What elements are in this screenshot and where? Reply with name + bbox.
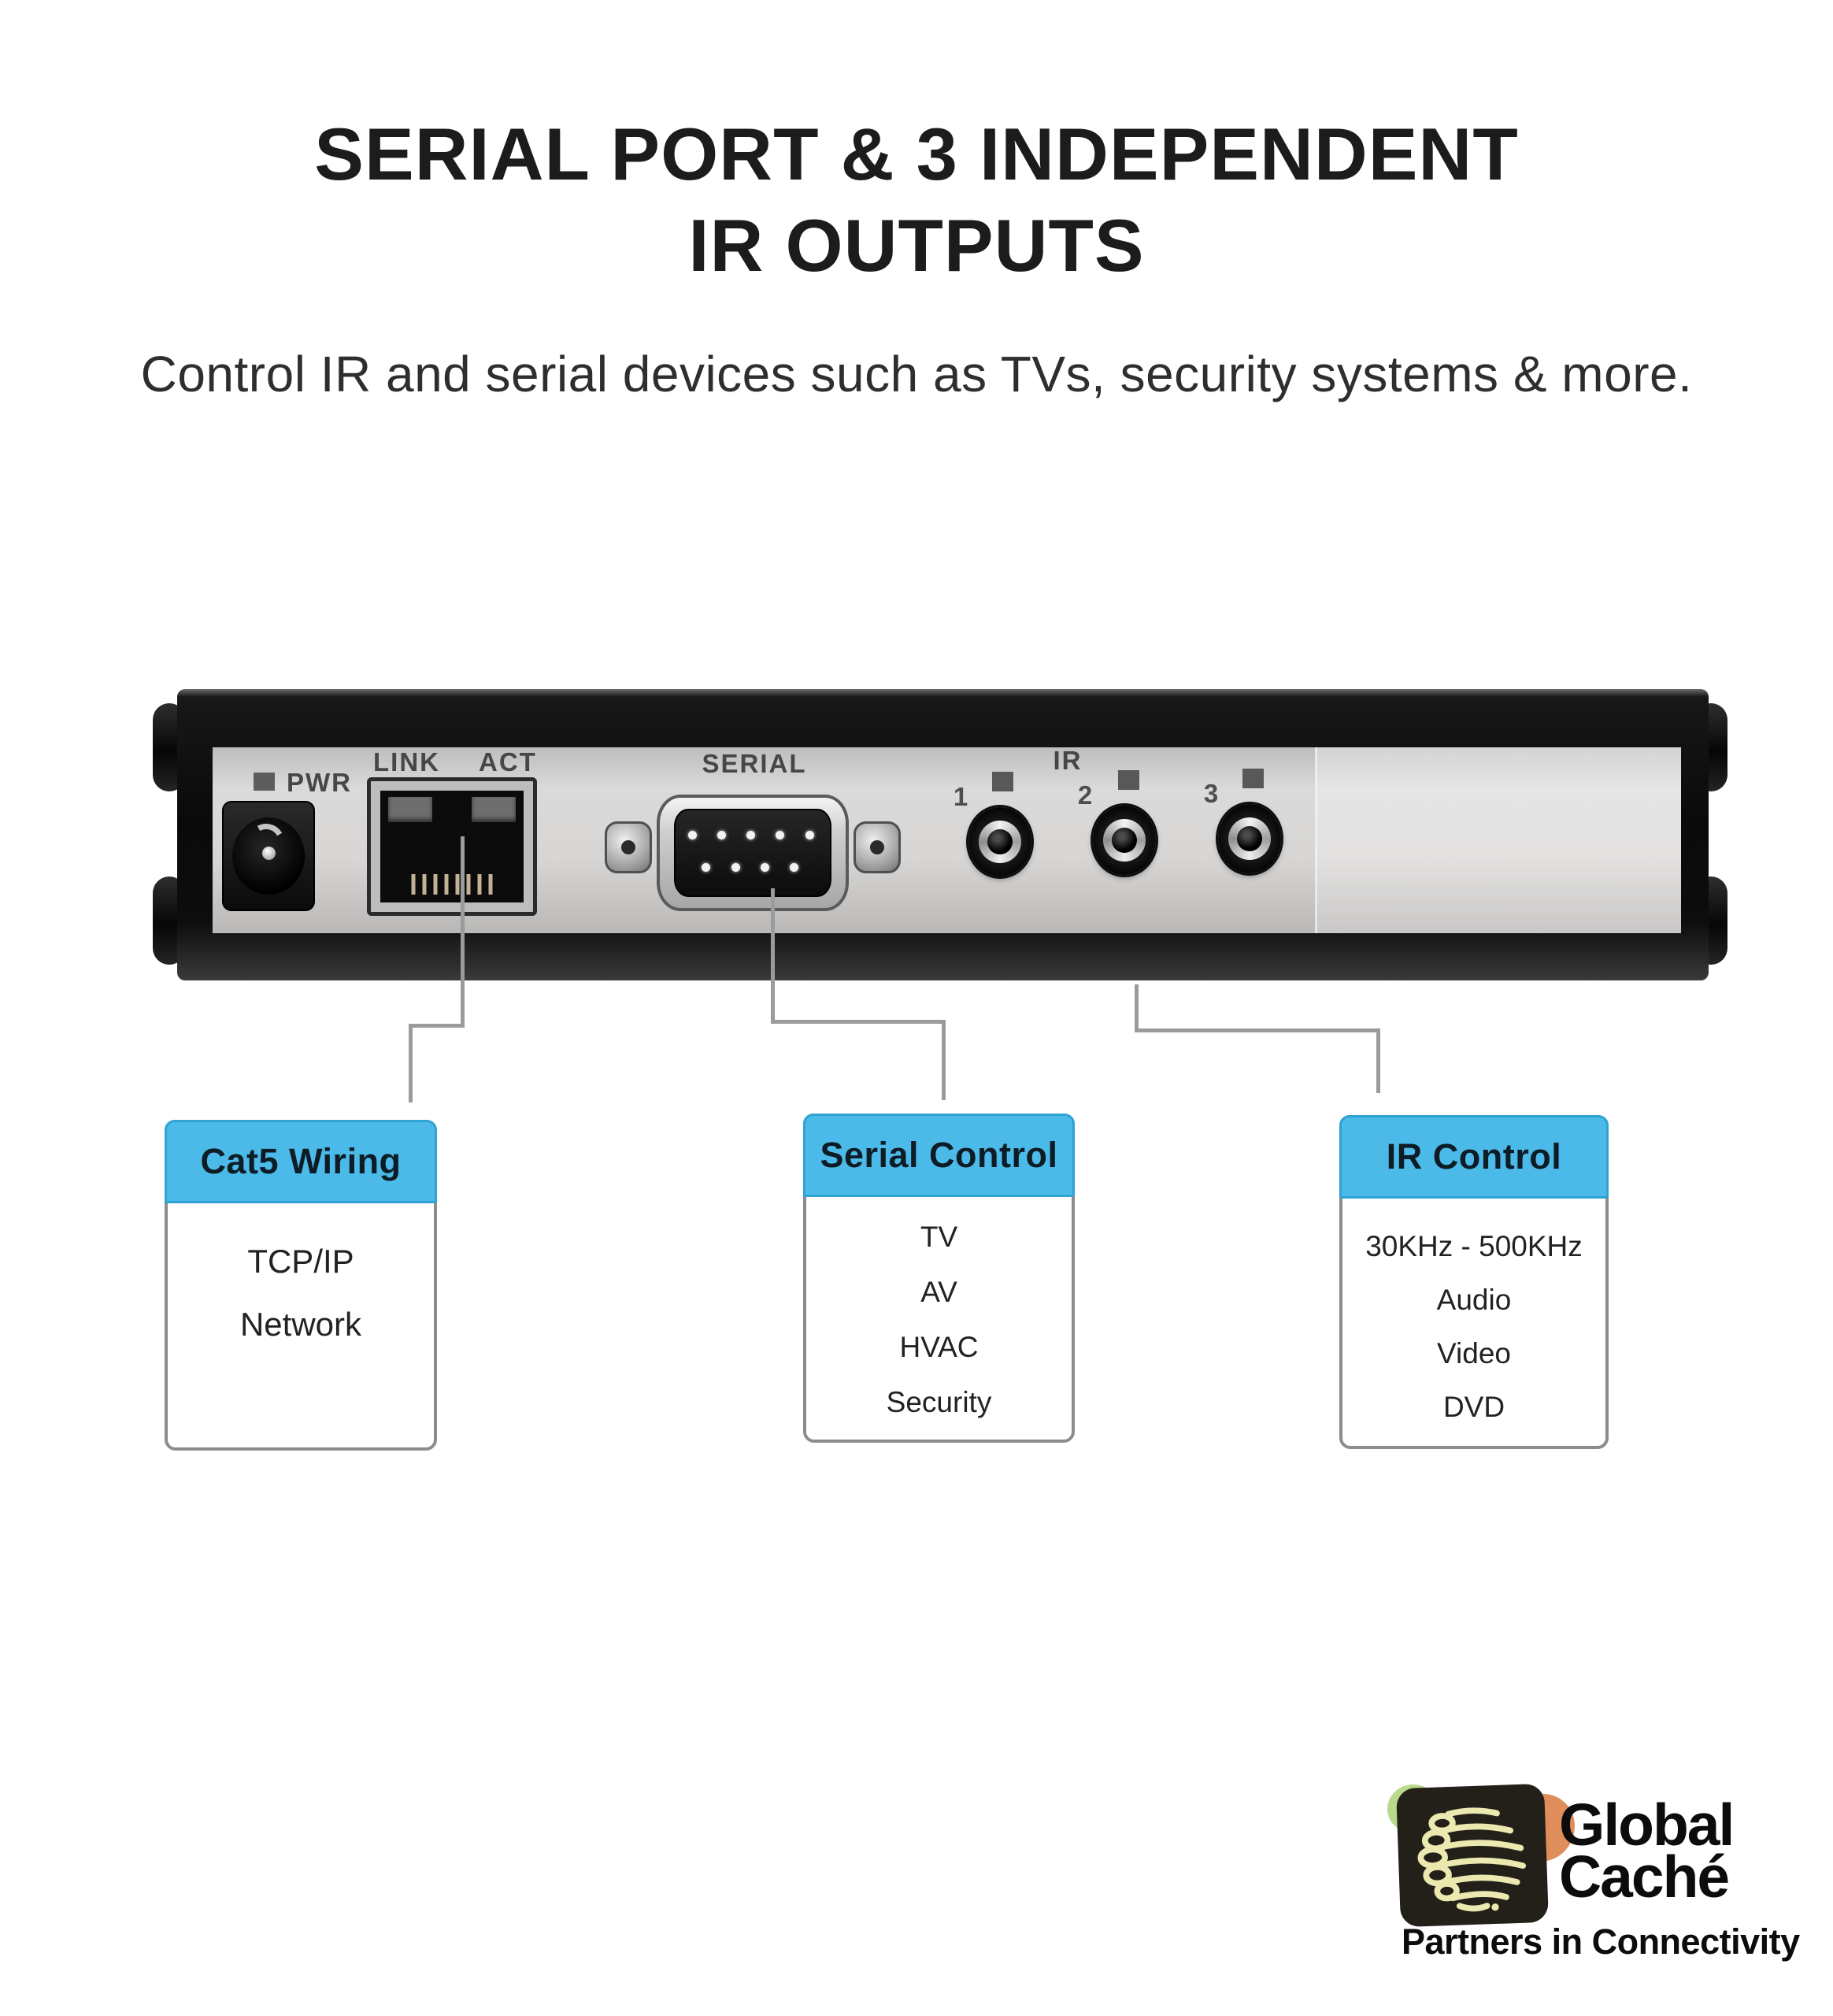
callout-item: Video (1437, 1337, 1511, 1369)
ir-jack-1 (968, 807, 1031, 876)
ir-jack-hole (1237, 826, 1262, 851)
ethernet-port (367, 777, 537, 916)
ir-led-3 (1242, 769, 1264, 788)
power-label: PWR (287, 768, 352, 797)
ethernet-port-opening (380, 791, 524, 902)
device-faceplate: PWR LINK ACT SERIAL (213, 746, 1681, 933)
callout-header: IR Control (1339, 1115, 1609, 1199)
db9-pin (731, 862, 740, 872)
faceplate-right-section (1315, 747, 1681, 933)
ir-jack-ring (1103, 819, 1146, 862)
page-title: SERIAL PORT & 3 INDEPENDENT IR OUTPUTS (0, 109, 1833, 291)
title-line-1: SERIAL PORT & 3 INDEPENDENT (314, 113, 1519, 195)
ir-port-number-1: 1 (953, 782, 968, 811)
callout-item: DVD (1442, 1391, 1505, 1423)
callout-body: TCP/IP Network (168, 1203, 434, 1343)
page-subtitle: Control IR and serial devices such as TV… (140, 346, 1693, 402)
ir-port-number-3: 3 (1203, 779, 1219, 808)
callout-item: Audio (1436, 1284, 1512, 1316)
callout-header: Serial Control (803, 1114, 1075, 1197)
logo-tagline: Partners in Connectivity (1402, 1922, 1800, 1962)
callout-serial-control: Serial Control TV AV HVAC Security (803, 1114, 1075, 1443)
logo-name-line1: Global (1559, 1792, 1735, 1858)
callout-line-serial (771, 1020, 946, 1024)
link-label: LINK (373, 747, 440, 776)
title-line-2: IR OUTPUTS (688, 204, 1145, 287)
db9-pin (790, 862, 799, 872)
ir-jack-ring (979, 821, 1021, 863)
power-jack-pin (262, 847, 276, 861)
db9-pin (805, 830, 814, 839)
callout-item: TCP/IP (247, 1243, 354, 1280)
coil-globe-icon (1417, 1807, 1527, 1912)
callout-item: TV (920, 1221, 958, 1253)
power-led (254, 773, 275, 791)
ir-jack-hole (987, 829, 1013, 854)
callout-item: Security (886, 1386, 992, 1418)
callout-line-serial (771, 888, 775, 1024)
callout-item: Network (239, 1306, 362, 1343)
ir-jack-hole (1112, 828, 1137, 853)
callout-line-serial (942, 1020, 946, 1100)
ethernet-led-window-right (472, 797, 516, 822)
callout-line-cat5 (461, 836, 465, 1028)
ethernet-pins (411, 874, 493, 895)
serial-port-db9 (657, 795, 849, 911)
ir-led-1 (992, 772, 1013, 791)
db9-screw-nut-right (854, 821, 901, 873)
serial-label: SERIAL (702, 749, 807, 778)
callout-line-ir (1135, 1028, 1380, 1032)
ir-led-2 (1118, 770, 1139, 790)
device-rear-panel: PWR LINK ACT SERIAL (177, 689, 1709, 980)
db9-pin-field (674, 809, 831, 897)
db9-pin (760, 862, 769, 872)
act-label: ACT (479, 747, 537, 776)
callout-line-ir (1135, 984, 1139, 1032)
ethernet-led-window-left (388, 797, 432, 822)
global-cache-logo: Global Caché Partners in Connectivity (1384, 1772, 1825, 1992)
callout-ir-control: IR Control 30KHz - 500KHz Audio Video DV… (1339, 1115, 1609, 1449)
callout-header: Cat5 Wiring (165, 1120, 437, 1203)
callout-line-cat5 (409, 1024, 465, 1028)
callout-cat5-wiring: Cat5 Wiring TCP/IP Network (165, 1120, 437, 1451)
ir-jack-2 (1093, 806, 1156, 875)
logo-wordmark: Global Caché (1559, 1792, 1735, 1910)
ir-port-number-2: 2 (1077, 780, 1093, 810)
callout-item: AV (920, 1276, 957, 1308)
power-jack (222, 801, 315, 911)
power-jack-barrel (232, 817, 305, 895)
db9-pin (746, 830, 756, 839)
db9-screw-nut-left (605, 821, 652, 873)
callout-title: Serial Control (820, 1135, 1058, 1175)
callout-title: Cat5 Wiring (200, 1141, 402, 1181)
logo-name-line2: Caché (1559, 1844, 1730, 1910)
db9-pin (687, 830, 697, 839)
callout-line-cat5 (409, 1024, 413, 1102)
ir-jack-ring (1228, 817, 1271, 860)
db9-pin (776, 830, 785, 839)
callout-title: IR Control (1386, 1136, 1562, 1177)
callout-item: HVAC (899, 1331, 979, 1363)
ir-label: IR (1053, 746, 1083, 775)
db9-pin (717, 830, 726, 839)
ir-jack-3 (1218, 804, 1281, 873)
callout-body: 30KHz - 500KHz Audio Video DVD (1342, 1199, 1605, 1424)
db9-pin (702, 862, 711, 872)
callout-body: TV AV HVAC Security (806, 1197, 1072, 1419)
logo-mark (1395, 1783, 1550, 1928)
callout-item: 30KHz - 500KHz (1365, 1230, 1583, 1262)
callout-line-ir (1376, 1028, 1380, 1093)
